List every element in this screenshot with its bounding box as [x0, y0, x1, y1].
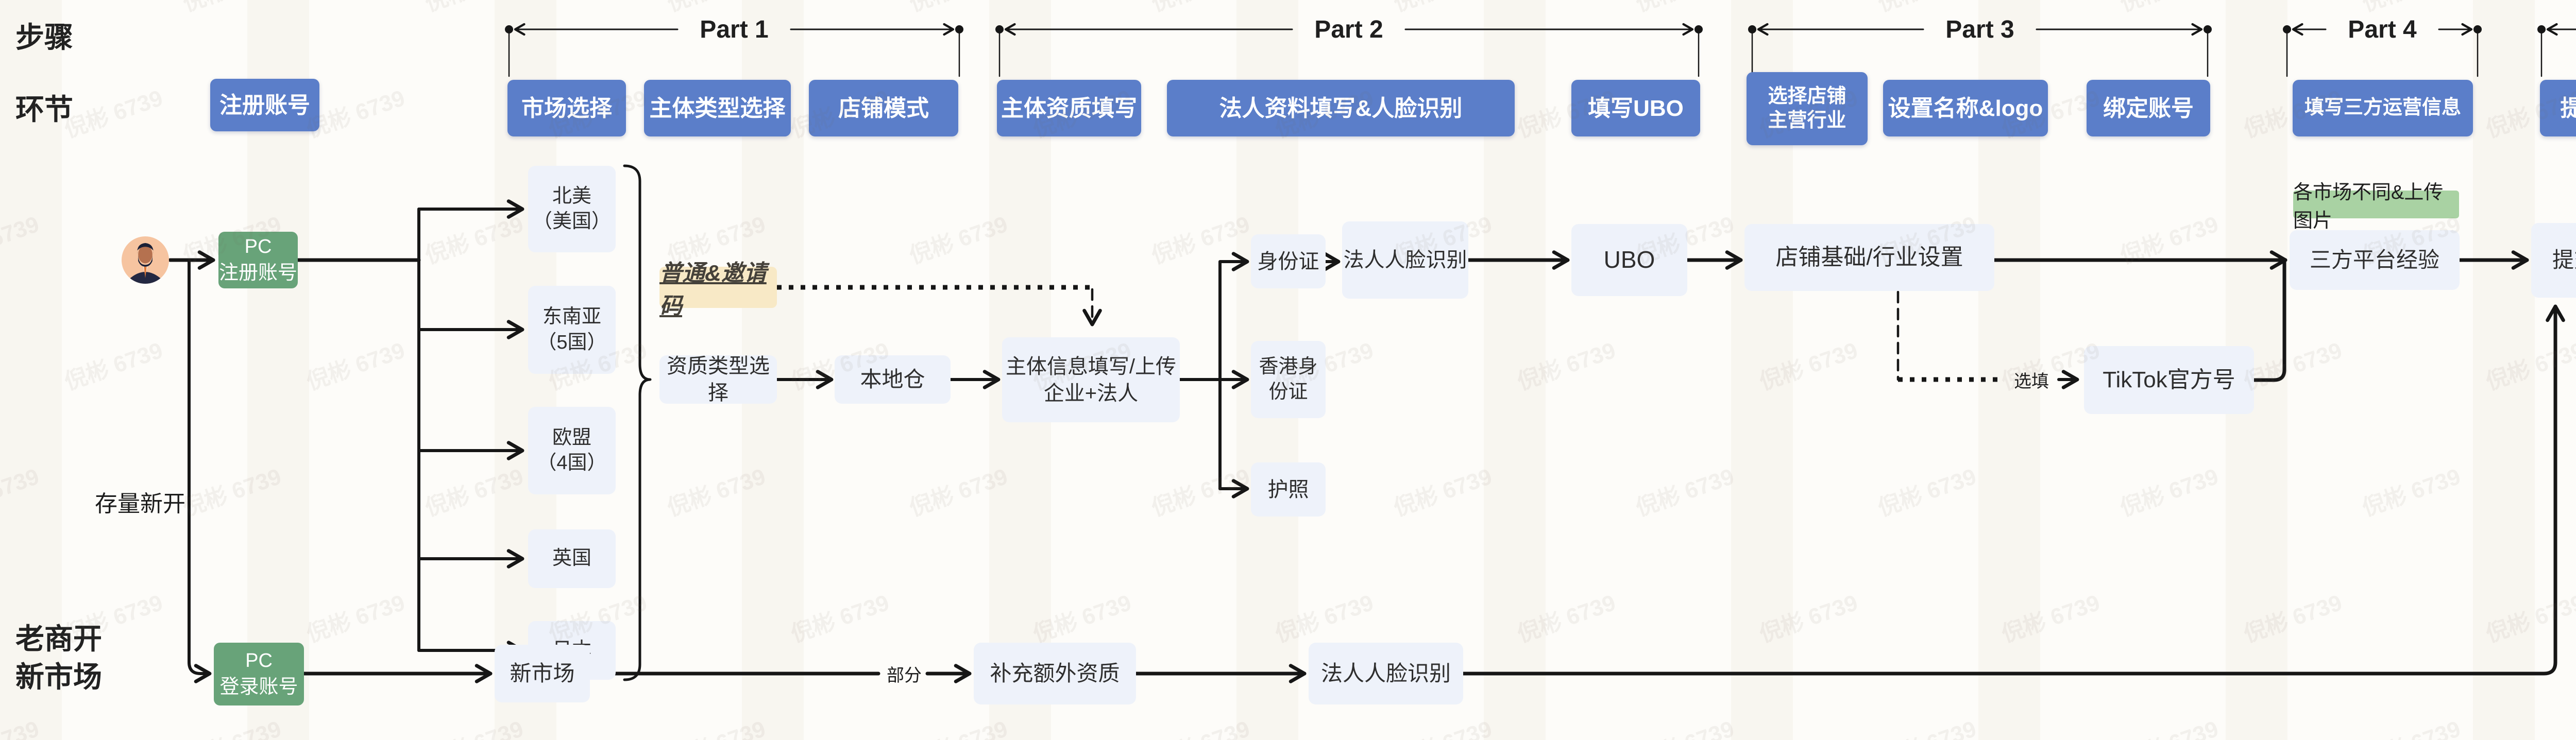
stage-submit-review[interactable]: 提交审核: [2540, 80, 2576, 136]
node-local-warehouse[interactable]: 本地仓: [835, 355, 951, 404]
node-pc-login[interactable]: PC 登录账号: [214, 643, 304, 705]
row-label-steps: 步骤: [15, 21, 73, 54]
stage-entity-qualification[interactable]: 主体资质填写: [997, 80, 1141, 136]
node-id-card[interactable]: 身份证: [1251, 234, 1326, 288]
stage-legal-person-info[interactable]: 法人资料填写&人脸识别: [1167, 80, 1515, 136]
node-market-sea[interactable]: 东南亚 （5国）: [528, 286, 616, 374]
stage-market-select[interactable]: 市场选择: [507, 80, 626, 136]
stage-entity-type[interactable]: 主体类型选择: [644, 80, 791, 136]
stage-main-category[interactable]: 选择店铺 主营行业: [1747, 72, 1868, 145]
person-icon: [122, 236, 169, 284]
node-tiktok-official-account[interactable]: TikTok官方号: [2084, 346, 2254, 414]
node-face-recognition-2[interactable]: 法人人脸识别: [1309, 643, 1463, 704]
bottom-flow-lines: [188, 259, 2565, 683]
node-passport[interactable]: 护照: [1251, 462, 1326, 517]
part-1-label: Part 1: [700, 16, 769, 43]
row-label-stages: 环节: [15, 93, 73, 126]
node-ubo[interactable]: UBO: [1571, 224, 1687, 296]
row-label-legacy-2: 新市场: [15, 661, 102, 693]
row-label-legacy-1: 老商开: [15, 623, 102, 655]
stage-name-logo[interactable]: 设置名称&logo: [1883, 80, 2048, 136]
node-shop-industry-setup[interactable]: 店铺基础/行业设置: [1744, 224, 1994, 291]
note-market-specific-upload[interactable]: 各市场不同&上传图片: [2293, 182, 2459, 232]
part-4a-label: Part 4: [2348, 16, 2417, 43]
node-hk-id-card[interactable]: 香港身 份证: [1251, 341, 1326, 418]
stage-third-party-info[interactable]: 填写三方运营信息: [2293, 80, 2473, 136]
label-optional: 选填: [2014, 371, 2049, 391]
stage-shop-mode[interactable]: 店铺模式: [809, 80, 958, 136]
node-submit-review[interactable]: 提交审核: [2531, 223, 2576, 298]
node-market-uk[interactable]: 英国: [528, 529, 616, 588]
part-3-label: Part 3: [1945, 16, 2014, 43]
merchant-avatar[interactable]: [122, 236, 169, 284]
main-flow-lines: [168, 164, 2529, 681]
node-market-eu[interactable]: 欧盟 （4国）: [528, 407, 616, 494]
part-brackets: [505, 23, 2576, 77]
stage-bind-account[interactable]: 绑定账号: [2087, 80, 2210, 136]
part-2-label: Part 2: [1314, 16, 1383, 43]
stage-register-account[interactable]: 注册账号: [210, 79, 319, 131]
node-extra-qualification[interactable]: 补充额外资质: [974, 643, 1136, 704]
node-subject-info-upload[interactable]: 主体信息填写/上传 企业+法人: [1002, 337, 1180, 422]
node-market-na[interactable]: 北美 （美国）: [528, 166, 616, 252]
label-partial: 部分: [887, 665, 922, 685]
node-qualification-type[interactable]: 资质类型选择: [659, 355, 777, 404]
label-stock-new-open: 存量新开: [95, 491, 185, 517]
note-normal-invite-code[interactable]: 普通&邀请码: [659, 261, 777, 319]
node-third-party-experience[interactable]: 三方平台经验: [2290, 230, 2460, 290]
node-new-market[interactable]: 新市场: [495, 645, 590, 702]
node-face-recognition[interactable]: 法人人脸识别: [1342, 221, 1468, 299]
node-pc-register[interactable]: PC 注册账号: [218, 232, 298, 288]
stage-fill-ubo[interactable]: 填写UBO: [1571, 80, 1700, 136]
